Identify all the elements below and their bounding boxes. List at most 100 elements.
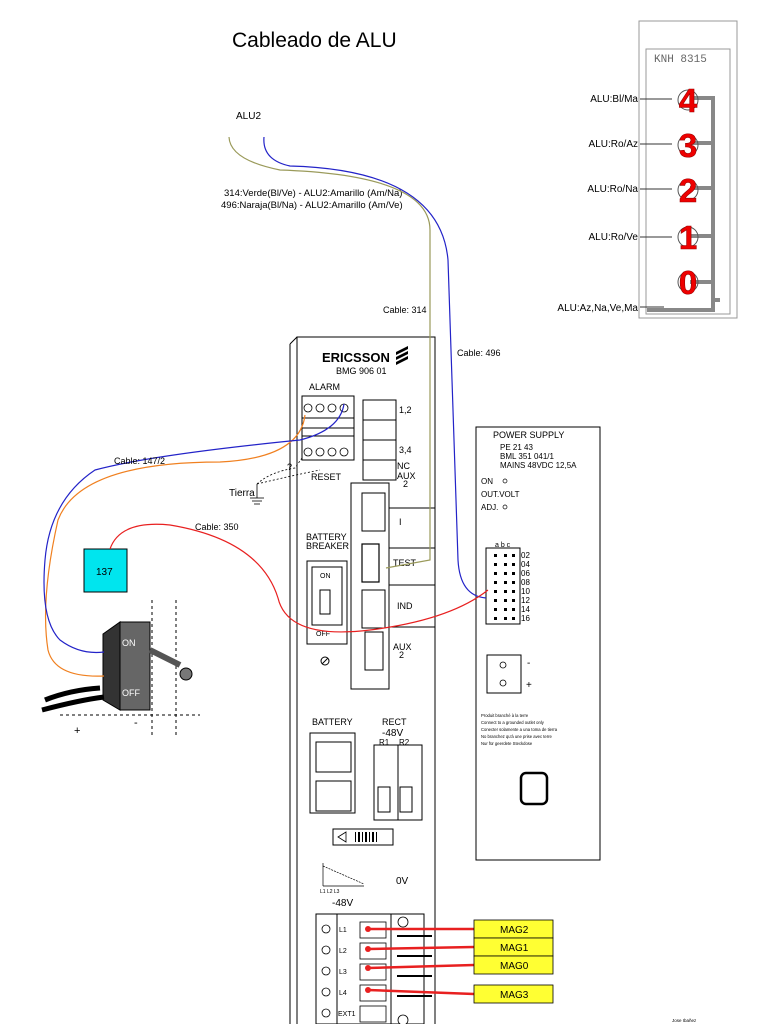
wire-350 — [109, 523, 489, 633]
power-supply-unit — [475, 426, 601, 861]
load-chart-ticks: L1 L2 L3 — [320, 889, 340, 895]
switch-minus: - — [134, 717, 138, 729]
knh-label-4: ALU:Bl/Ma — [590, 94, 638, 105]
svg-text:Connect to a grounded outlet o: Connect to a grounded outlet only — [481, 720, 545, 725]
switch-plus: + — [74, 725, 80, 737]
rect-voltage: -48V — [382, 728, 403, 739]
ps-warnings: Produit branché à la terre Connect to a … — [481, 713, 558, 746]
label-box-137-text: 137 — [96, 567, 113, 578]
wire-147-orange — [44, 414, 306, 677]
knh-num-1: 1 — [679, 219, 697, 256]
footer-author: Jose Ibañez — [672, 1018, 697, 1023]
knh-model: KNH 8315 — [654, 54, 707, 66]
knh-label-3: ALU:Ro/Az — [589, 139, 638, 150]
note-496: 496:Naraja(Bl/Na) - ALU2:Amarillo (Am/Ve… — [221, 200, 403, 211]
ps-line-2: BML 351 041/1 — [500, 452, 555, 461]
svg-text:16: 16 — [521, 614, 530, 623]
svg-text:Conecter solamente a una toma: Conecter solamente a una toma de tierra — [481, 727, 558, 732]
mag1-label: MAG1 — [500, 943, 529, 954]
ps-out-volt: OUT.VOLT — [481, 490, 520, 499]
barcode-icon — [337, 831, 377, 843]
neg48-label: -48V — [332, 898, 353, 909]
terminal-l1-label: L1 — [339, 927, 347, 934]
terminal-l3-label: L3 — [339, 969, 347, 976]
breaker-off-label: OFF — [316, 631, 330, 638]
svg-text:No branchez qu'à une prise ave: No branchez qu'à une prise avec terre — [481, 734, 553, 739]
port-aux2-label: AUX — [393, 642, 412, 652]
wire-147-blue — [43, 403, 345, 654]
cable-496-label: Cable: 496 — [457, 348, 501, 358]
svg-text:02: 02 — [521, 551, 530, 560]
svg-text:12: 12 — [521, 596, 530, 605]
tierra-label: Tierra — [229, 488, 255, 499]
ps-pins — [494, 554, 515, 620]
load-chart-icon — [322, 863, 365, 887]
svg-text:06: 06 — [521, 569, 530, 578]
ps-minus: - — [527, 658, 530, 669]
terminal-l4-label: L4 — [339, 990, 347, 997]
switch-on-label: ON — [122, 638, 136, 648]
ps-line-1: PE 21 43 — [500, 443, 533, 452]
wires — [43, 136, 489, 677]
ps-line-3: MAINS 48VDC 12,5A — [500, 461, 577, 470]
svg-text:Nur für geerdete Steckdose: Nur für geerdete Steckdose — [481, 741, 533, 746]
mag2-label: MAG2 — [500, 925, 529, 936]
question-mark: ? — [287, 462, 292, 472]
knh-num-4: 4 — [679, 82, 698, 119]
switch-off-label: OFF — [122, 688, 140, 698]
svg-text:10: 10 — [521, 587, 530, 596]
alarm-label: ALARM — [309, 382, 340, 392]
knh-label-1: ALU:Ro/Ve — [589, 232, 639, 243]
rect-label: RECT — [382, 717, 407, 727]
ps-abc: a b c — [495, 542, 511, 549]
svg-text:04: 04 — [521, 560, 530, 569]
mag-connections — [365, 926, 475, 996]
port-34-label: 3,4 — [399, 445, 412, 455]
ericsson-logo-icon — [396, 346, 408, 365]
knh-common-label: ALU:Az,Na,Ve,Ma — [557, 303, 638, 314]
ps-plus: + — [526, 680, 532, 691]
wire-496 — [263, 136, 487, 599]
port-12-label: 1,2 — [399, 405, 412, 415]
cable-314-label: Cable: 314 — [383, 305, 427, 315]
note-314: 314:Verde(Bl/Ve) - ALU2:Amarillo (Am/Na) — [224, 188, 402, 199]
terminal-screws — [321, 916, 409, 1024]
port-nc-label: NC — [397, 461, 410, 471]
battery-breaker-label-2: BREAKER — [306, 541, 350, 551]
mag3-label: MAG3 — [500, 990, 529, 1001]
cable-147-label: Cable: 147/2 — [114, 456, 165, 466]
knh-num-3: 3 — [679, 127, 697, 164]
svg-text:14: 14 — [521, 605, 530, 614]
ericsson-unit — [289, 336, 436, 1024]
knh-num-0: 0 — [679, 264, 697, 301]
alu2-label: ALU2 — [236, 111, 261, 122]
svg-text:08: 08 — [521, 578, 530, 587]
ericsson-model: BMG 906 01 — [336, 366, 387, 376]
cable-350-label: Cable: 350 — [195, 522, 239, 532]
wire-314 — [228, 136, 431, 569]
terminal-ext1-label: EXT1 — [338, 1011, 356, 1018]
ericsson-brand: ERICSSON — [322, 350, 390, 365]
ps-pin-labels: 02 04 06 08 10 12 14 16 — [521, 551, 530, 623]
mag0-box — [473, 955, 554, 975]
terminal-l2-label: L2 — [339, 948, 347, 955]
alarm-terminals — [303, 403, 349, 457]
mag3-box — [473, 984, 554, 1004]
battery-breaker-label-1: BATTERY — [306, 532, 347, 542]
port-aux-num: 2 — [403, 479, 408, 489]
port-aux-label: AUX — [397, 471, 416, 481]
svg-text:Produit branché à la terre: Produit branché à la terre — [481, 713, 529, 718]
ps-adj: ADJ. — [481, 503, 498, 512]
switch-assembly — [41, 600, 202, 735]
ground-icon — [250, 484, 264, 505]
ps-on: ON — [481, 477, 493, 486]
reset-label: RESET — [311, 472, 342, 482]
knh-panel: KNH 8315 4 3 2 1 0 — [557, 20, 738, 319]
r2-label: R2 — [399, 738, 410, 747]
mag0-label: MAG0 — [500, 961, 529, 972]
port-i-label: I — [399, 517, 402, 527]
port-aux2-num: 2 — [399, 650, 404, 660]
r1-label: R1 — [379, 738, 390, 747]
mag-boxes — [473, 919, 554, 1004]
